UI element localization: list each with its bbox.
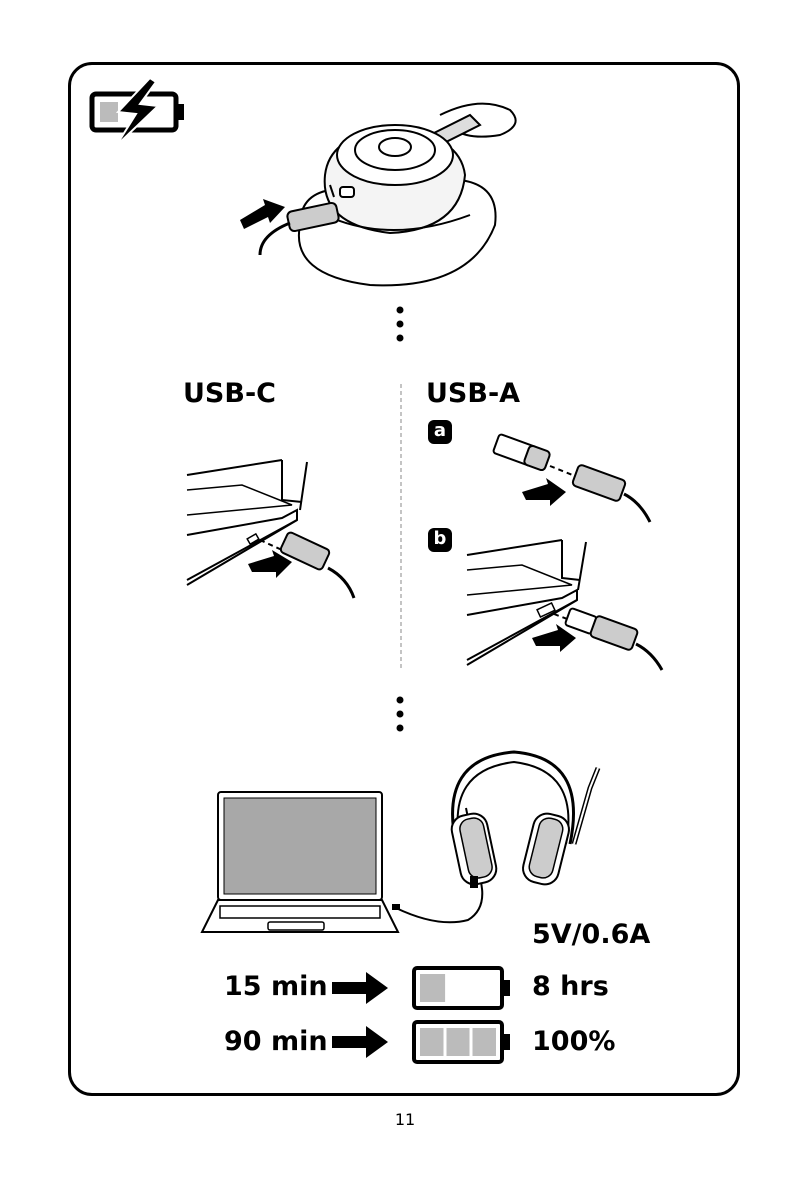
charge-time-15: 15 min [224,971,328,1002]
arrow-icon [332,1026,390,1058]
battery-charging-icon [88,78,188,148]
page-number: 11 [0,1110,810,1129]
arrow-icon [332,972,390,1004]
section-divider [400,384,402,669]
charge-time-90: 90 min [224,1026,328,1057]
battery-icon [412,1020,512,1064]
usb-a-title: USB-A [426,378,520,409]
step-b-badge: b [428,528,452,552]
charge-result-8hrs: 8 hrs [532,971,609,1002]
usb-a-laptop-illustration [462,540,672,675]
usb-c-title: USB-C [183,378,276,409]
laptop-headset-illustration [198,748,618,943]
battery-icon [412,966,512,1010]
step-a-badge: a [428,420,452,444]
usb-a-adapter-illustration [490,430,660,525]
headset-earcup-illustration [230,95,530,295]
continue-dots [396,306,404,346]
charge-result-full: 100% [532,1026,615,1057]
continue-dots [396,696,404,736]
power-spec: 5V/0.6A [532,919,650,950]
usb-c-laptop-illustration [182,460,372,600]
